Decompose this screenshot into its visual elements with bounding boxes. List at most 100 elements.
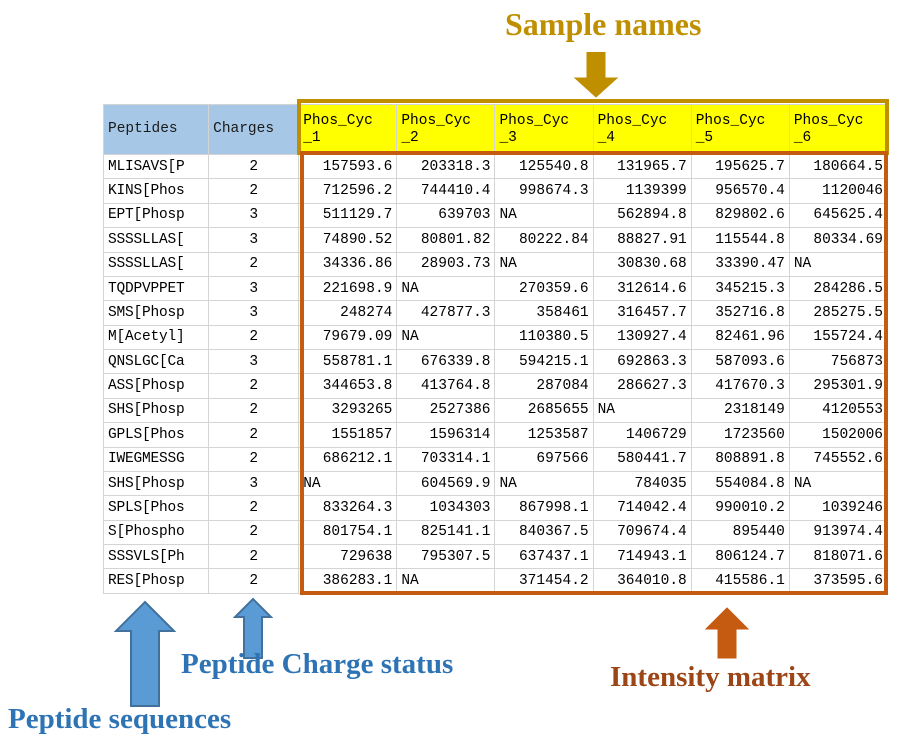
cell-intensity[interactable]: 867998.1 — [494, 495, 594, 521]
cell-intensity[interactable]: 744410.4 — [396, 178, 496, 204]
cell-intensity[interactable]: 203318.3 — [396, 153, 496, 180]
column-header-sample-3[interactable]: Phos_Cyc_3 — [494, 104, 594, 155]
cell-intensity[interactable]: 795307.5 — [396, 543, 496, 570]
cell-charge[interactable]: 2 — [208, 495, 300, 521]
cell-intensity[interactable]: 554084.8 — [690, 470, 790, 497]
cell-intensity[interactable]: 386283.1 — [298, 568, 398, 594]
cell-peptide[interactable]: ASS[Phosp — [102, 373, 210, 399]
peptide-intensity-table[interactable]: Peptides Charges Phos_Cyc_1 Phos_Cyc_2 P… — [102, 104, 889, 594]
cell-intensity[interactable]: 88827.91 — [592, 227, 692, 253]
cell-intensity[interactable]: 913974.4 — [788, 519, 889, 546]
cell-intensity[interactable]: 712596.2 — [298, 178, 398, 204]
cell-intensity[interactable]: 248274 — [298, 300, 398, 326]
cell-charge[interactable]: 3 — [208, 202, 300, 229]
cell-intensity[interactable]: 511129.7 — [298, 202, 398, 229]
cell-intensity[interactable]: NA — [494, 470, 594, 497]
cell-peptide[interactable]: TQDPVPPET — [102, 275, 210, 302]
cell-intensity[interactable]: 806124.7 — [690, 543, 790, 570]
cell-intensity[interactable]: 840367.5 — [494, 519, 594, 546]
cell-peptide[interactable]: IWEGMESSG — [102, 446, 210, 472]
cell-intensity[interactable]: 2685655 — [494, 397, 594, 424]
cell-intensity[interactable]: 709674.4 — [592, 519, 692, 546]
cell-intensity[interactable]: 697566 — [494, 446, 594, 472]
cell-intensity[interactable]: 34336.86 — [298, 251, 398, 277]
cell-intensity[interactable]: 30830.68 — [592, 251, 692, 277]
cell-charge[interactable]: 3 — [208, 300, 300, 326]
cell-intensity[interactable]: 637437.1 — [494, 543, 594, 570]
cell-intensity[interactable]: 1551857 — [298, 422, 398, 448]
column-header-sample-5[interactable]: Phos_Cyc_5 — [690, 104, 790, 155]
cell-intensity[interactable]: 427877.3 — [396, 300, 496, 326]
cell-intensity[interactable]: 692863.3 — [592, 348, 692, 375]
column-header-sample-6[interactable]: Phos_Cyc_6 — [788, 104, 889, 155]
cell-intensity[interactable]: 729638 — [298, 543, 398, 570]
cell-intensity[interactable]: 818071.6 — [788, 543, 889, 570]
cell-intensity[interactable]: 604569.9 — [396, 470, 496, 497]
cell-peptide[interactable]: EPT[Phosp — [102, 202, 210, 229]
cell-intensity[interactable]: NA — [396, 324, 496, 351]
cell-intensity[interactable]: 345215.3 — [690, 275, 790, 302]
cell-charge[interactable]: 2 — [208, 543, 300, 570]
column-header-sample-2[interactable]: Phos_Cyc_2 — [396, 104, 496, 155]
cell-intensity[interactable]: 284286.5 — [788, 275, 889, 302]
cell-charge[interactable]: 2 — [208, 178, 300, 204]
cell-intensity[interactable]: 4120553 — [788, 397, 889, 424]
cell-intensity[interactable]: 110380.5 — [494, 324, 594, 351]
cell-peptide[interactable]: MLISAVS[P — [102, 153, 210, 180]
cell-intensity[interactable]: 358461 — [494, 300, 594, 326]
cell-intensity[interactable]: 756873 — [788, 348, 889, 375]
cell-charge[interactable]: 2 — [208, 153, 300, 180]
cell-intensity[interactable]: 413764.8 — [396, 373, 496, 399]
cell-charge[interactable]: 3 — [208, 227, 300, 253]
cell-peptide[interactable]: SHS[Phosp — [102, 397, 210, 424]
cell-intensity[interactable]: 80334.69 — [788, 227, 889, 253]
cell-intensity[interactable]: 352716.8 — [690, 300, 790, 326]
cell-intensity[interactable]: NA — [494, 251, 594, 277]
column-header-charges[interactable]: Charges — [208, 104, 300, 155]
column-header-sample-4[interactable]: Phos_Cyc_4 — [592, 104, 692, 155]
cell-intensity[interactable]: 587093.6 — [690, 348, 790, 375]
cell-intensity[interactable]: 316457.7 — [592, 300, 692, 326]
cell-intensity[interactable]: 417670.3 — [690, 373, 790, 399]
cell-intensity[interactable]: 745552.6 — [788, 446, 889, 472]
cell-peptide[interactable]: SMS[Phosp — [102, 300, 210, 326]
cell-intensity[interactable]: 714943.1 — [592, 543, 692, 570]
cell-intensity[interactable]: 364010.8 — [592, 568, 692, 594]
cell-intensity[interactable]: 371454.2 — [494, 568, 594, 594]
cell-intensity[interactable]: 808891.8 — [690, 446, 790, 472]
cell-intensity[interactable]: 130927.4 — [592, 324, 692, 351]
cell-intensity[interactable]: 956570.4 — [690, 178, 790, 204]
column-header-sample-1[interactable]: Phos_Cyc_1 — [298, 104, 398, 155]
cell-intensity[interactable]: 415586.1 — [690, 568, 790, 594]
cell-peptide[interactable]: M[Acetyl] — [102, 324, 210, 351]
cell-charge[interactable]: 3 — [208, 348, 300, 375]
cell-intensity[interactable]: 1034303 — [396, 495, 496, 521]
cell-intensity[interactable]: 312614.6 — [592, 275, 692, 302]
cell-peptide[interactable]: GPLS[Phos — [102, 422, 210, 448]
cell-intensity[interactable]: 1139399 — [592, 178, 692, 204]
cell-intensity[interactable]: 558781.1 — [298, 348, 398, 375]
cell-intensity[interactable]: 344653.8 — [298, 373, 398, 399]
cell-intensity[interactable]: 285275.5 — [788, 300, 889, 326]
cell-intensity[interactable]: 990010.2 — [690, 495, 790, 521]
cell-intensity[interactable]: 286627.3 — [592, 373, 692, 399]
cell-intensity[interactable]: 79679.09 — [298, 324, 398, 351]
cell-intensity[interactable]: 714042.4 — [592, 495, 692, 521]
cell-peptide[interactable]: SPLS[Phos — [102, 495, 210, 521]
cell-intensity[interactable]: 1596314 — [396, 422, 496, 448]
cell-intensity[interactable]: 115544.8 — [690, 227, 790, 253]
cell-charge[interactable]: 2 — [208, 568, 300, 594]
cell-intensity[interactable]: 825141.1 — [396, 519, 496, 546]
